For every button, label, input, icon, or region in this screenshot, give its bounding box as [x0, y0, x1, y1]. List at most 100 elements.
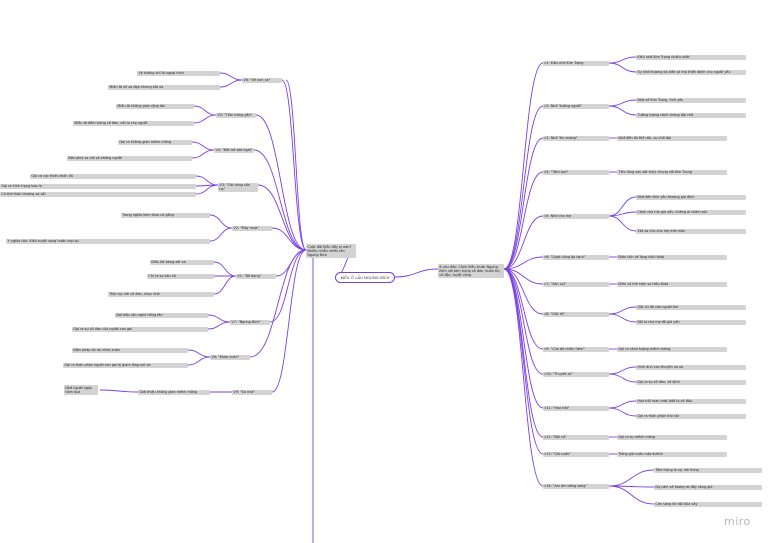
link-left-leaf-2-2: [193, 114, 217, 124]
link-left-leaf-7-1: [207, 314, 231, 323]
right-leaf-3-1[interactable]: Nhớ đến lời thề ước, sự chờ đợi: [617, 135, 727, 141]
right-branch-14[interactable]: c14: "Ầm ầm tiếng sóng": [543, 483, 609, 489]
link-right-leaf-11-2: [608, 407, 637, 417]
right-leaf-5-3[interactable]: Xót xa cho cha mẹ mỏi mòn: [636, 228, 746, 234]
right-main-branch[interactable]: 6 câu đầu: Cảnh Kiều trước Ngưng Bích vớ…: [438, 264, 504, 278]
left-leaf-4-1[interactable]: Gợi cơ cực thiếu thốn đủ: [30, 173, 196, 179]
link-right-leaf-8-1: [608, 306, 637, 315]
right-branch-2[interactable]: c2: Nhớ "tưởng người": [543, 103, 609, 109]
link-left-8: [249, 249, 307, 358]
left-branch-9[interactable]: V9: "Xa nhà": [232, 389, 272, 395]
right-leaf-10-1[interactable]: Hình ảnh con thuyền xa xa: [636, 364, 746, 370]
link-right-13: [503, 268, 544, 455]
left-leaf-5-2[interactable]: Ý nghĩa câu: Kiều tuyệt vọng trước mọi s…: [6, 238, 210, 244]
link-left-leaf-6-1: [213, 261, 237, 277]
link-right-leaf-5-3: [608, 215, 637, 232]
left-leaf-9-1[interactable]: Giới thiệu không gian mênh mông: [138, 389, 210, 395]
right-leaf-9-1[interactable]: Gợi ra cảnh tượng mênh mông: [617, 346, 727, 352]
left-branch-4[interactable]: V3: "Cát vàng cồn nọ": [218, 182, 258, 193]
right-leaf-8-2[interactable]: Nỗi lo cha mẹ đã già yếu: [636, 319, 746, 325]
right-leaf-5-1[interactable]: Nhớ đến tình yêu thương gia đình: [636, 194, 746, 200]
right-leaf-2-1[interactable]: Nhớ về Kim Trọng, tình yêu: [636, 97, 746, 103]
left-leaf-7-1[interactable]: Nơi tiếp cận nghe tiếng tên: [115, 312, 208, 318]
right-leaf-1-2[interactable]: Sự nhớ thương da diết và tha thiết dành …: [636, 69, 746, 75]
left-leaf-3-2[interactable]: Bốn phía xa vời và không người: [67, 155, 192, 161]
right-leaf-4-1[interactable]: Tấm lòng son sắt thủy chung với Kim Trọn…: [617, 169, 727, 175]
link-right-leaf-1-1: [608, 56, 637, 64]
link-right-8: [503, 268, 544, 315]
left-leaf-6-2[interactable]: Chỉ ra sự xấu hổ: [147, 273, 214, 279]
link-right-1: [503, 62, 544, 270]
link-left-3: [253, 149, 307, 251]
left-branch-7[interactable]: V7: "Ngưng Bích": [230, 319, 270, 325]
right-leaf-6-1[interactable]: Điển tích về lòng hiếu thảo: [617, 254, 727, 260]
left-leaf-2-2[interactable]: Miêu tả đêm trăng cô đơn, nỗi lo cho ngư…: [73, 120, 194, 126]
link-right-4: [503, 171, 544, 270]
left-leaf-8-1[interactable]: Biện pháp ẩn dụ khóa xuân: [72, 347, 188, 353]
right-branch-11[interactable]: c11: "Hoa trôi": [543, 405, 609, 411]
link-left-2: [255, 114, 307, 251]
left-leaf-2-1[interactable]: Miêu tả không gian rộng lớn: [116, 103, 194, 109]
left-leaf-1-1[interactable]: Vẻ không chỉ tả ngoại hình: [137, 70, 220, 76]
central-topic[interactable]: KIỀU Ở LẦU NGƯNG BÍCH: [335, 272, 395, 283]
miro-logo: miro: [724, 515, 751, 528]
link-right-12: [503, 268, 544, 438]
right-leaf-5-2[interactable]: Cảnh cha mẹ già yếu, không ai chăm sóc: [636, 209, 746, 215]
link-left-leaf-1-1: [219, 72, 243, 81]
right-branch-3[interactable]: c3: Nhớ "tin sương": [543, 135, 609, 141]
left-main-branch[interactable]: Cuộc đời Kiều đầy ai oán? Nhiều nhiễu nh…: [306, 244, 356, 258]
right-leaf-11-2[interactable]: Gợi ra thân phận trôi nổi: [636, 413, 746, 419]
right-branch-7[interactable]: c7: "Sân Lai": [543, 281, 609, 287]
link-left-leaf-3-1: [191, 141, 215, 151]
left-leaf-6-3[interactable]: Tiếp tục nỗi cô đơn, nhục nhã: [108, 291, 214, 297]
right-leaf-7-1[interactable]: Điển cố thể hiện sự hiếu thảo: [617, 281, 727, 287]
right-leaf-10-2[interactable]: Gợi ra sự cô đơn, vô định: [636, 379, 746, 385]
left-branch-6[interactable]: V1: "Bẽ bàng": [236, 273, 276, 279]
right-branch-10[interactable]: c10: "Thuyền ai": [543, 371, 609, 377]
right-branch-1[interactable]: c1: Kiều nhớ Kim Trọng: [543, 60, 609, 66]
link-right-leaf-8-2: [608, 313, 637, 323]
left-branch-2[interactable]: V5: "Tấm trăng gần": [216, 112, 256, 118]
right-branch-6[interactable]: c6: "Quạt nồng ấp lạnh": [543, 254, 609, 260]
left-leaf-5-1[interactable]: Trong nghĩa kèm theo cố gắng: [121, 212, 210, 218]
right-branch-12[interactable]: c12: "Nội cỏ": [543, 434, 609, 440]
right-branch-9[interactable]: c9: "Cửa bể chiều hôm": [543, 346, 609, 352]
link-left-leaf-7-2: [207, 321, 231, 330]
left-leaf-7-2[interactable]: Gợi ra sự cô đơn của người con gái: [72, 326, 208, 332]
right-branch-4[interactable]: c4: "Tấm son": [543, 169, 609, 175]
right-leaf-8-1[interactable]: Gốc tử đã vừa người ôm: [636, 304, 746, 310]
left-leaf-6-1[interactable]: Điều bẽ bàng xót xa: [150, 259, 214, 265]
link-right-14: [503, 268, 544, 487]
right-leaf-14-2[interactable]: Dự cảm về tương lai đầy sóng gió: [654, 484, 762, 490]
right-branch-8[interactable]: c8: "Gốc tử": [543, 311, 609, 317]
right-leaf-12-1[interactable]: Gợi ra sự mênh mông: [617, 434, 727, 440]
left-branch-1[interactable]: V6: "Vẻ non xa": [242, 77, 282, 83]
left-leaf-1-2[interactable]: Miêu tả vẻ xa đẹp nhưng xót xa: [108, 84, 220, 90]
right-leaf-1-1[interactable]: Kiều nhớ Kim Trọng nhiều nhất: [636, 54, 746, 60]
right-branch-13[interactable]: c13: "Gió cuốn": [543, 451, 609, 457]
right-leaf-2-2[interactable]: Tưởng tượng cảnh chàng đợi chờ: [636, 112, 746, 118]
link-left-leaf-4-1: [195, 175, 219, 186]
right-branch-5[interactable]: c5: Nhớ cha mẹ: [543, 213, 609, 219]
left-leaf-8-2[interactable]: Gợi ra thân phận người con gái bị giam l…: [63, 362, 188, 368]
left-branch-3[interactable]: V4: "Bốn bề bát ngát": [214, 147, 254, 153]
left-branch-8[interactable]: V8: "Khóa xuân": [210, 354, 250, 360]
left-branch-5[interactable]: V2: "Mây mưa": [232, 225, 272, 231]
link-left-leaf-6-3: [213, 275, 237, 295]
left-leaf-4-2[interactable]: Gợi ra hình trạng bao la: [0, 183, 196, 189]
link-left-leaf-5-1: [209, 214, 233, 229]
link-left-leaf-1-2: [219, 79, 243, 88]
right-leaf-13-1[interactable]: Tiếng gió cuốn mặt duềnh: [617, 451, 727, 457]
link-right-leaf-5-2: [608, 211, 637, 217]
link-center-right: [394, 268, 439, 278]
link-right-3: [503, 137, 544, 270]
right-leaf-14-1[interactable]: Tâm trạng lo sợ, hãi hùng: [654, 467, 762, 473]
right-leaf-11-1[interactable]: Hoa trôi man mác biết là về đâu: [636, 398, 746, 404]
left-leaf-4-3[interactable]: Cơ thể thân thương xa xôi: [0, 191, 196, 197]
left-extra-node[interactable]: Nhớ người ngày hôm qua: [64, 385, 98, 395]
right-leaf-14-3[interactable]: Cơn sóng dữ dội bủa vây: [654, 501, 762, 507]
left-leaf-3-1[interactable]: Gợi ra không gian mênh mông: [118, 139, 192, 145]
link-left-extra: [99, 389, 139, 393]
